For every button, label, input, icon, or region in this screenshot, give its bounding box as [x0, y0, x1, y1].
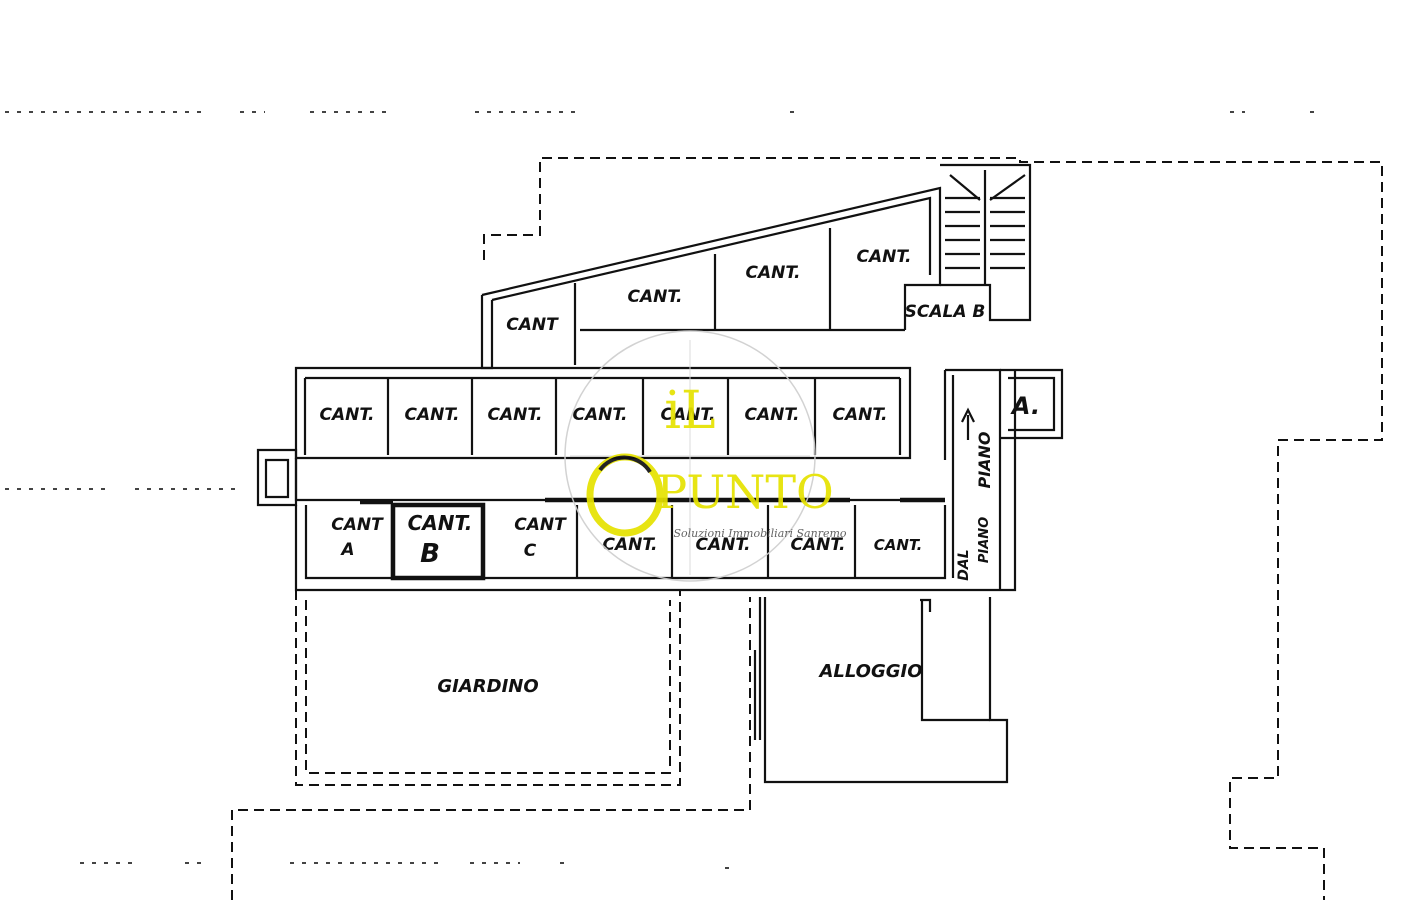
cant-lower-1: CANT.	[602, 535, 657, 555]
cant-middle-4: CANT.	[572, 405, 627, 425]
ramp-label-2: PIANO	[977, 517, 992, 563]
cant-a-label: CANT	[331, 515, 384, 535]
cant-upper-2: CANT.	[627, 287, 682, 307]
watermark-logo: iL PUNTO Soluzioni Immobiliari Sanremo	[564, 330, 847, 582]
watermark-tagline: Soluzioni Immobiliari Sanremo	[673, 527, 846, 540]
cant-middle-7: CANT.	[832, 405, 887, 425]
alloggio-label: ALLOGGIO	[817, 661, 922, 682]
giardino-label: GIARDINO	[437, 676, 538, 697]
cant-upper-1: CANT	[506, 315, 559, 335]
cant-b-label: CANT.	[408, 511, 473, 535]
edge-marks	[5, 111, 1315, 869]
cant-middle-2: CANT.	[404, 405, 459, 425]
cant-middle-6: CANT.	[744, 405, 799, 425]
cant-c-label: CANT	[514, 515, 567, 535]
scala-b-label: SCALA B	[905, 302, 986, 322]
cant-a-letter: A	[339, 540, 354, 560]
building-walls	[256, 163, 1064, 784]
cant-upper-4: CANT.	[856, 247, 911, 267]
cant-b-letter: B	[420, 539, 440, 569]
cant-upper-3: CANT.	[745, 263, 800, 283]
cant-lower-2: CANT.	[695, 535, 750, 555]
cant-middle-1: CANT.	[319, 405, 374, 425]
cant-lower-3: CANT.	[790, 535, 845, 555]
ramp-label-3: PIANO	[975, 431, 994, 488]
cant-middle-3: CANT.	[487, 405, 542, 425]
cant-c-letter: C	[524, 541, 537, 561]
cant-middle-5: CANT.	[660, 405, 715, 425]
ramp-label-1: DAL	[956, 549, 972, 580]
property-boundary	[231, 157, 1383, 900]
room-labels: CANT CANT. CANT. CANT. SCALA B CANT. CAN…	[319, 247, 1040, 697]
watermark-line2: PUNTO	[656, 465, 834, 519]
a-mark-label: A.	[1010, 392, 1040, 420]
cant-lower-4: CANT.	[874, 536, 923, 554]
watermark-line1: iL	[664, 381, 715, 441]
